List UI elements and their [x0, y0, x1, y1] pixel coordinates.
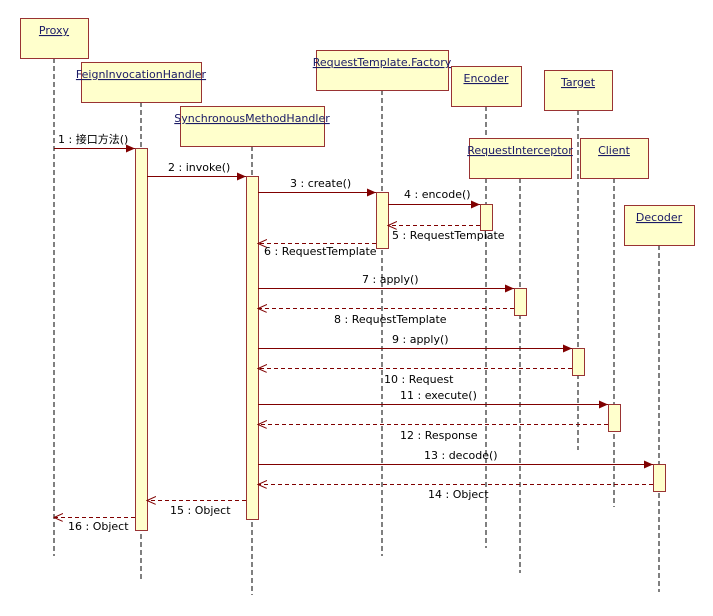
- participant-box-target[interactable]: [544, 70, 613, 111]
- participant-label-encoder: Encoder: [464, 72, 509, 85]
- participant-label-client: Client: [598, 144, 631, 157]
- participant-box-encoder[interactable]: [451, 66, 522, 107]
- participant-label-decoder: Decoder: [636, 211, 683, 224]
- activation-bar-client: [608, 404, 621, 432]
- message-label-15: 15 : Object: [170, 504, 231, 517]
- activation-bar-decoder: [653, 464, 666, 492]
- message-label-9: 9 : apply(): [392, 333, 449, 346]
- message-label-6: 6 : RequestTemplate: [264, 245, 377, 258]
- message-label-13: 13 : decode(): [424, 449, 498, 462]
- participant-box-proxy[interactable]: [20, 18, 89, 59]
- participant-box-factory[interactable]: [316, 50, 449, 91]
- participant-box-decoder[interactable]: [624, 205, 695, 246]
- participant-box-client[interactable]: [580, 138, 649, 179]
- message-label-4: 4 : encode(): [404, 188, 471, 201]
- activation-bar-interceptor: [514, 288, 527, 316]
- activation-bar-encoder: [480, 204, 493, 231]
- message-label-5: 5 : RequestTemplate: [392, 229, 505, 242]
- message-label-14: 14 : Object: [428, 488, 489, 501]
- message-label-7: 7 : apply(): [362, 273, 419, 286]
- participant-label-interceptor: RequestInterceptor: [467, 144, 573, 157]
- activation-bar-sync: [246, 176, 259, 520]
- message-label-10: 10 : Request: [384, 373, 454, 386]
- participant-box-feign[interactable]: [81, 62, 202, 103]
- participant-box-interceptor[interactable]: [469, 138, 572, 179]
- participant-label-feign: FeignInvocationHandler: [76, 68, 207, 81]
- participant-label-sync: SynchronousMethodHandler: [174, 112, 330, 125]
- message-label-8: 8 : RequestTemplate: [334, 313, 447, 326]
- activation-bar-feign: [135, 148, 148, 531]
- participant-label-target: Target: [560, 76, 596, 89]
- message-label-2: 2 : invoke(): [168, 161, 230, 174]
- participant-label-factory: RequestTemplate.Factory: [313, 56, 452, 69]
- message-label-1: 1 : 接口方法(): [58, 132, 128, 146]
- activation-bar-factory: [376, 192, 389, 249]
- participant-box-sync[interactable]: [180, 106, 325, 147]
- message-label-16: 16 : Object: [68, 520, 129, 533]
- activation-bar-target: [572, 348, 585, 376]
- participant-label-proxy: Proxy: [39, 24, 70, 37]
- message-label-12: 12 : Response: [400, 429, 478, 442]
- message-label-3: 3 : create(): [290, 177, 351, 190]
- message-label-11: 11 : execute(): [400, 389, 477, 402]
